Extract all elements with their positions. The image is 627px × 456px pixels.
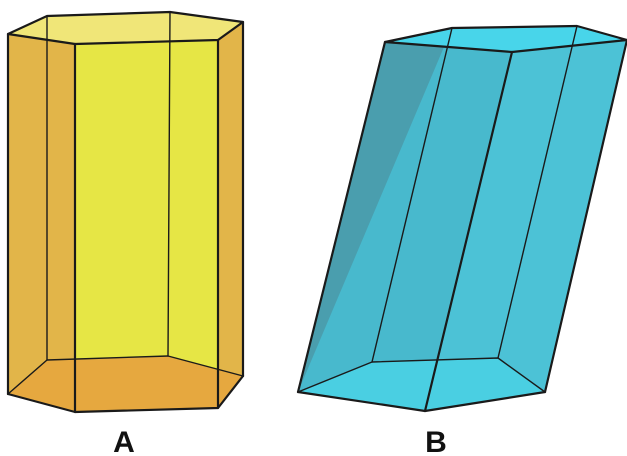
prism-b-front-face	[425, 40, 627, 411]
prism-b-bottom-face	[298, 358, 545, 411]
prism-a-label: A	[113, 426, 135, 456]
prism-a	[6, 10, 245, 414]
prism-a-bottom-face	[8, 356, 243, 412]
prism-b-middle-face	[298, 28, 512, 411]
prism-b	[296, 24, 627, 413]
prism-a-front-face	[75, 40, 218, 412]
prism-a-left-face	[8, 34, 75, 412]
prism-a-top-face	[8, 12, 243, 44]
prism-a-right-face	[218, 22, 243, 408]
prism-b-label: B	[425, 426, 447, 456]
